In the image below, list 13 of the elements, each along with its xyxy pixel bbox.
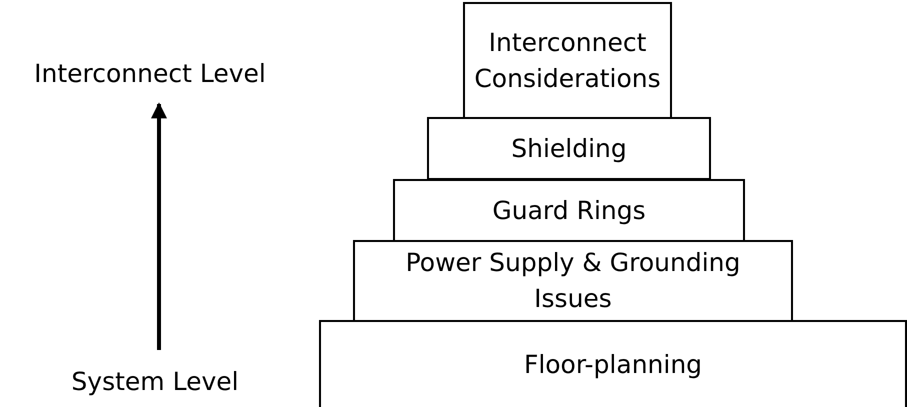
tier-label: Interconnect Considerations	[473, 26, 662, 94]
pyramid-tier-box	[463, 2, 672, 119]
pyramid-tier-box	[427, 117, 711, 180]
tier-label: Guard Rings	[491, 194, 647, 226]
tier-label: Shielding	[510, 132, 628, 164]
level-label: Interconnect Level	[34, 58, 266, 90]
arrow	[151, 102, 167, 350]
pyramid-tier-box	[393, 179, 745, 242]
pyramid-tier-box	[353, 240, 793, 322]
pyramid-tier-box	[319, 320, 907, 407]
tier-label: Power Supply & Grounding Issues	[404, 247, 742, 315]
tier-label: Floor-planning	[522, 349, 704, 381]
level-label: System Level	[71, 366, 239, 398]
